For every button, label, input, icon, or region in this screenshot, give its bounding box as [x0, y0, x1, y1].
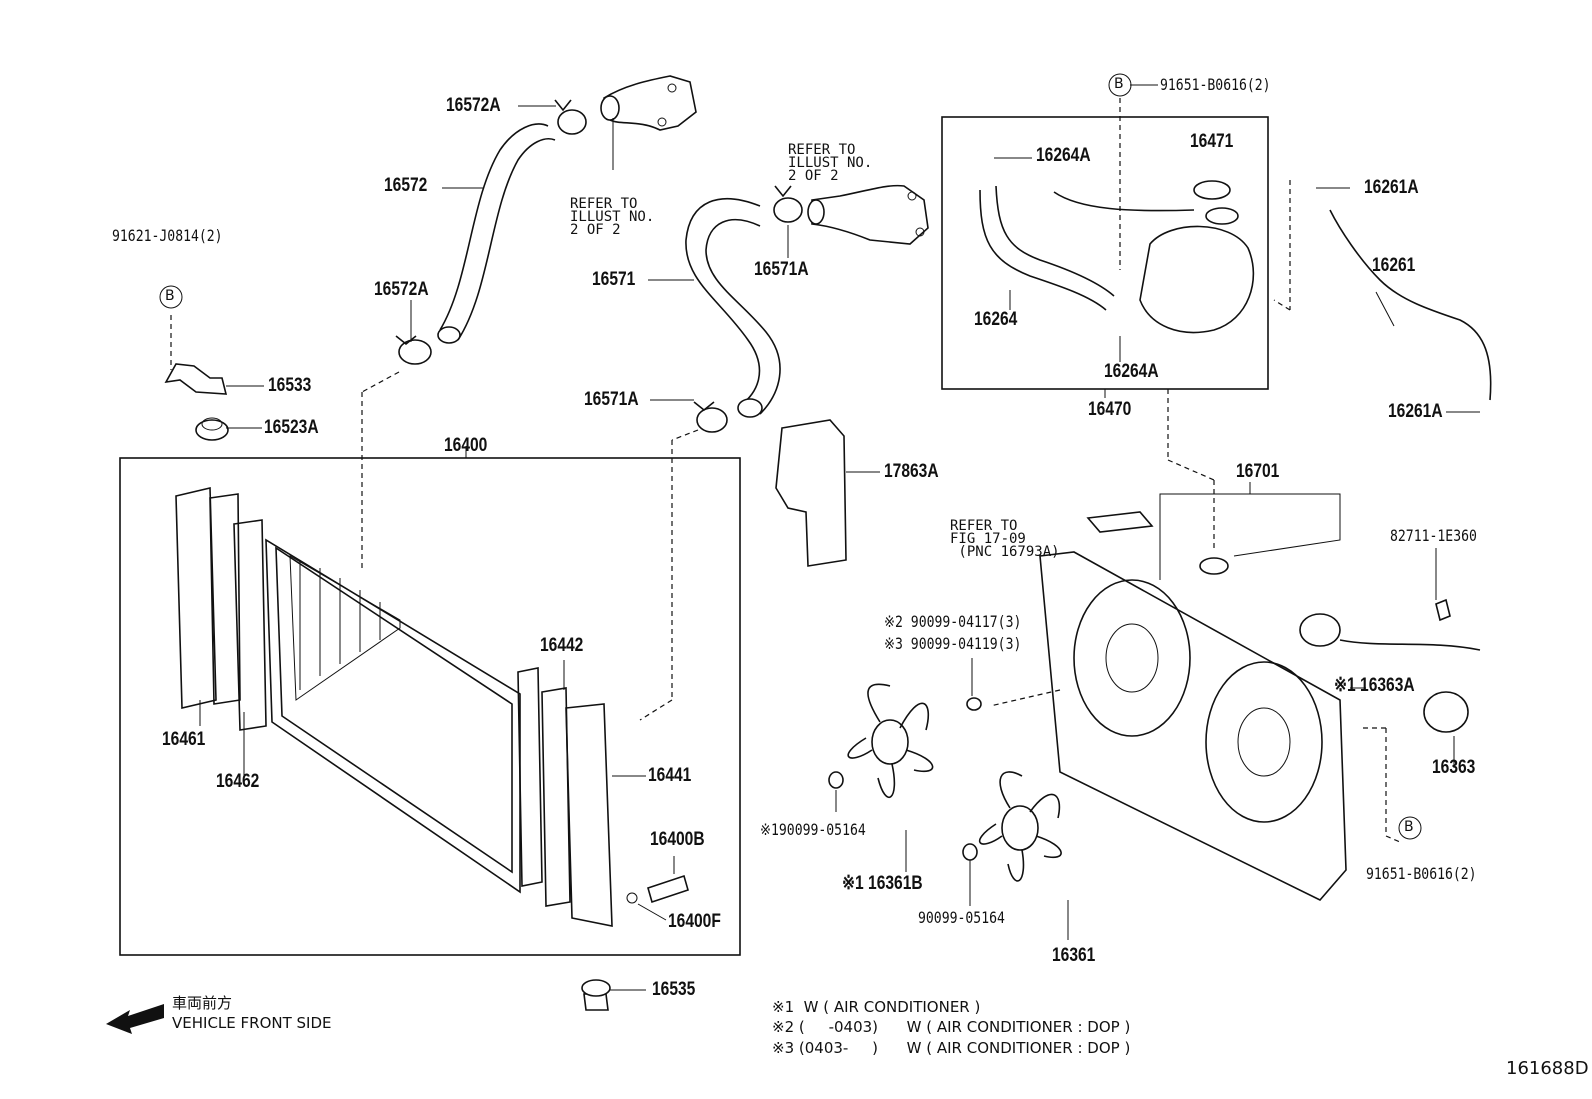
- reservoir-tank: [1139, 180, 1255, 334]
- vehicle-front-jp: 車両前方: [172, 994, 233, 1012]
- part-label: 91651-B0616(2): [1366, 864, 1477, 883]
- shroud-cap: [1199, 557, 1229, 575]
- circle-mark-b-top: [1108, 73, 1132, 97]
- radiator-tank-left: [175, 486, 217, 710]
- hose-clamp-lower-bottom: [693, 401, 728, 433]
- radiator-assembly-box: [119, 457, 741, 956]
- part-label: 82711-1E360: [1390, 526, 1477, 545]
- fan-shroud: [1039, 551, 1347, 901]
- part-label: 16701: [1236, 461, 1280, 482]
- footnote-1: ※1 W ( AIR CONDITIONER ): [772, 998, 981, 1016]
- part-label: ※1 16363A: [1334, 675, 1415, 696]
- water-outlet-upper: [600, 75, 697, 131]
- fan-motor-upper: [1299, 613, 1481, 651]
- part-label: 16264: [974, 309, 1018, 330]
- part-label: 90099-05164: [918, 908, 1005, 927]
- water-inlet: [807, 184, 929, 245]
- circle-letter-b-left: B: [165, 288, 175, 304]
- part-label: ※1 16361B: [842, 873, 923, 894]
- part-label: 16571: [592, 269, 636, 290]
- part-label: 91651-B0616(2): [1160, 75, 1271, 94]
- hose-clamp-mid: [395, 335, 432, 365]
- circle-mark-b-bottom: [1398, 816, 1422, 840]
- circle-letter-b-top: B: [1114, 76, 1124, 92]
- overflow-hose: [1329, 209, 1492, 401]
- part-label: 16400B: [650, 829, 705, 850]
- shroud-bolt: [966, 697, 982, 711]
- circle-mark-b-left: [159, 285, 183, 309]
- radiator-gasket-left-2: [233, 519, 267, 731]
- hose-clamp-upper: [554, 99, 587, 135]
- air-deflector: [775, 419, 847, 567]
- part-label: 91621-J0814(2): [112, 226, 223, 245]
- circle-letter-b-bottom: B: [1404, 819, 1414, 835]
- radiator-gasket-right-2: [541, 687, 571, 907]
- radiator-tank-right: [565, 703, 613, 927]
- part-label: ※2 90099-04117(3): [884, 612, 1022, 631]
- hose-clamp-lower-top: [773, 185, 803, 223]
- part-label: 16535: [652, 979, 696, 1000]
- radiator-gasket-left: [209, 493, 241, 705]
- part-label: 16441: [648, 765, 692, 786]
- radiator-gasket-right: [517, 667, 543, 887]
- part-label: 16571A: [754, 259, 809, 280]
- part-label: 16264A: [1036, 145, 1091, 166]
- fan-motor-lower: [1423, 691, 1469, 733]
- ref-label-plate: [1086, 511, 1154, 533]
- radiator-cap-bottom: [581, 979, 611, 1011]
- upper-radiator-hose: [437, 123, 556, 344]
- part-label: 16264A: [1104, 361, 1159, 382]
- part-label: 16471: [1190, 131, 1234, 152]
- vehicle-front-arrow: [106, 1004, 164, 1034]
- part-label: 16363: [1432, 757, 1476, 778]
- part-label: 16572: [384, 175, 428, 196]
- part-label: 16572A: [446, 95, 501, 116]
- part-label: 16361: [1052, 945, 1096, 966]
- part-label: 16572A: [374, 279, 429, 300]
- part-label: 16533: [268, 375, 312, 396]
- part-label: 16470: [1088, 399, 1132, 420]
- wire-connector: [1435, 598, 1451, 622]
- part-label: 16462: [216, 771, 260, 792]
- reservoir-assembly-box: [941, 116, 1269, 390]
- part-label: ※3 90099-04119(3): [884, 634, 1022, 653]
- footnote-3: ※3 (0403- ) W ( AIR CONDITIONER : DOP ): [772, 1039, 1131, 1057]
- reservoir-hose: [979, 185, 1195, 311]
- part-label: 16571A: [584, 389, 639, 410]
- illustration-id: 161688D: [1506, 1058, 1589, 1079]
- cooling-fan-right: [978, 771, 1062, 882]
- part-label: 16523A: [264, 417, 319, 438]
- bolt-fan-left: [828, 771, 844, 789]
- vehicle-front-en: VEHICLE FRONT SIDE: [172, 1014, 332, 1032]
- cooling-fan-left: [847, 683, 934, 799]
- part-label: 16261: [1372, 255, 1416, 276]
- part-label: 16400F: [668, 911, 721, 932]
- part-label: 16261A: [1364, 177, 1419, 198]
- part-label: ※190099-05164: [760, 820, 866, 839]
- drain-cock: [626, 874, 689, 904]
- radiator-support-bracket: [164, 363, 228, 395]
- part-label: 16442: [540, 635, 584, 656]
- footnote-2: ※2 ( -0403) W ( AIR CONDITIONER : DOP ): [772, 1018, 1131, 1036]
- radiator-core: [265, 538, 521, 894]
- part-label: 17863A: [884, 461, 939, 482]
- part-label: 16261A: [1388, 401, 1443, 422]
- radiator-support-cushion: [195, 417, 229, 441]
- part-label: 16400: [444, 435, 488, 456]
- bolt-fan-right: [962, 843, 978, 861]
- part-label: 16461: [162, 729, 206, 750]
- lower-radiator-hose: [685, 197, 781, 418]
